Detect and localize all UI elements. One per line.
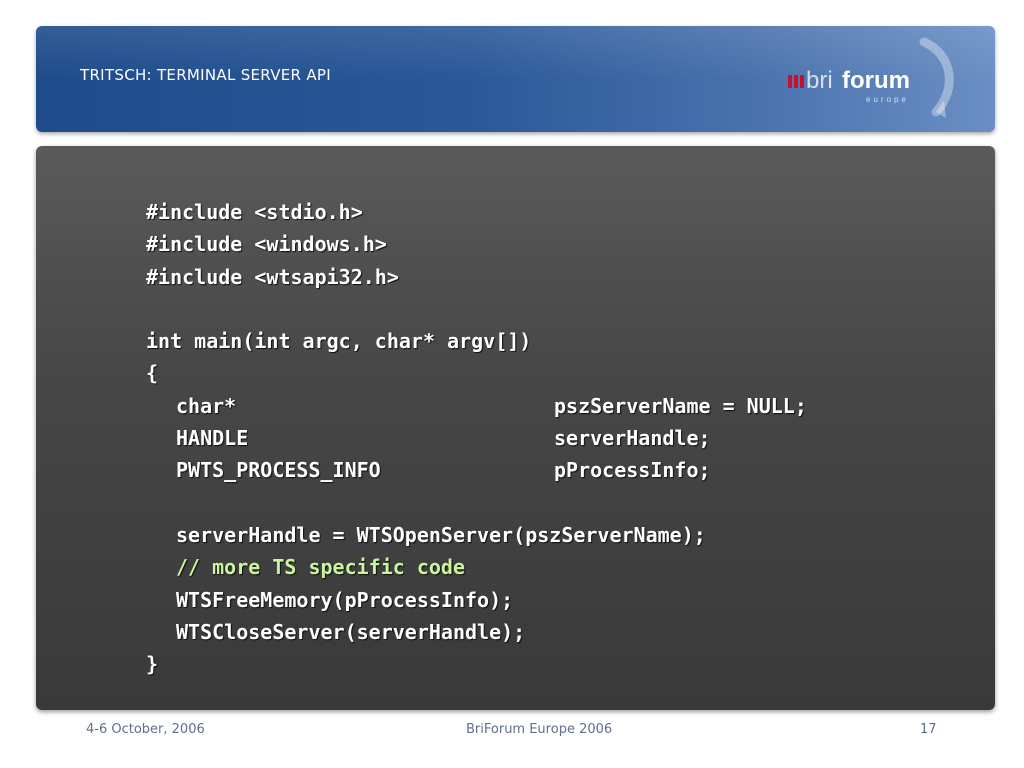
blank-line — [146, 487, 807, 519]
code-block: #include <stdio.h> #include <windows.h> … — [146, 196, 807, 680]
include-line: #include <stdio.h> — [146, 200, 363, 224]
logo-text-forum: forum — [842, 67, 910, 94]
footer-event: BriForum Europe 2006 — [466, 722, 613, 737]
declaration-type: HANDLE — [176, 426, 249, 451]
open-server-call: serverHandle = WTSOpenServer(pszServerNa… — [176, 522, 706, 547]
open-brace: { — [146, 361, 159, 386]
declaration-type: char* — [176, 393, 237, 418]
declaration-name: pszServerName = NULL; — [554, 393, 807, 418]
declaration-line: HANDLE serverHandle; — [146, 422, 807, 454]
blank-line — [146, 293, 807, 325]
main-signature: int main(int argc, char* argv[]) — [146, 329, 532, 354]
code-comment: // more TS specific code — [176, 555, 465, 580]
logo-text-europe: europe — [866, 95, 909, 104]
logo-text-bri: bri — [806, 67, 833, 94]
include-line: #include <wtsapi32.h> — [146, 264, 399, 289]
declaration-type: PWTS_PROCESS_INFO — [176, 458, 381, 483]
free-memory-call: WTSFreeMemory(pProcessInfo); — [176, 587, 514, 612]
declaration-name: pProcessInfo; — [554, 458, 711, 483]
slide-header: TRITSCH: TERMINAL SERVER API bri forum e… — [36, 26, 995, 132]
declaration-line: char* pszServerName = NULL; — [146, 390, 807, 422]
close-brace: } — [146, 652, 159, 677]
footer-date: 4-6 October, 2006 — [86, 722, 205, 737]
include-line: #include <windows.h> — [146, 232, 387, 257]
footer-page-number: 17 — [920, 722, 937, 737]
code-panel: #include <stdio.h> #include <windows.h> … — [36, 146, 995, 710]
declaration-name: serverHandle; — [554, 426, 711, 451]
declaration-line: PWTS_PROCESS_INFO pProcessInfo; — [146, 454, 807, 486]
close-server-call: WTSCloseServer(serverHandle); — [176, 619, 526, 644]
slide-title: TRITSCH: TERMINAL SERVER API — [80, 66, 331, 84]
briforum-logo: bri forum europe — [788, 37, 954, 118]
